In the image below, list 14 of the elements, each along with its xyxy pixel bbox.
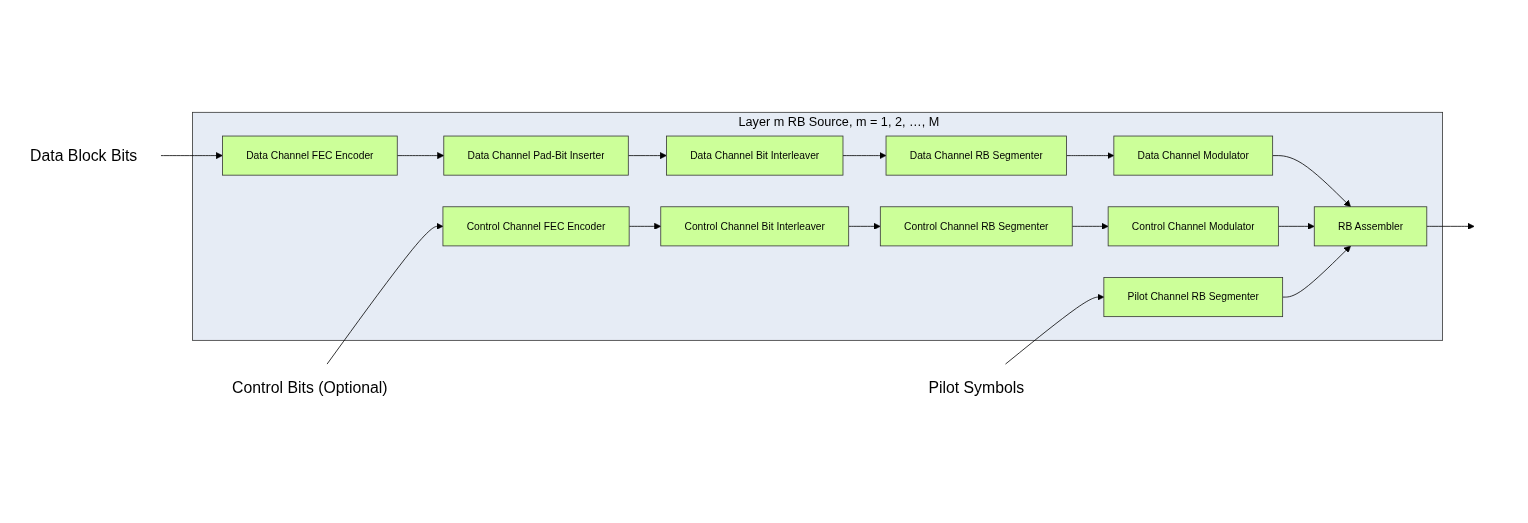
- node-box: RB Assembler: [1313, 205, 1428, 246]
- node-text: Pilot Symbols: [928, 378, 1025, 397]
- node-box: Data Channel Pad-Bit Inserter: [443, 135, 629, 176]
- node-text: Data Block Bits: [30, 146, 138, 164]
- node-box: Data Channel FEC Encoder: [222, 135, 398, 176]
- node-box: Control Channel Bit Interleaver: [660, 205, 850, 246]
- node-box: Data Channel Bit Interleaver: [666, 135, 844, 176]
- node-box: Data Channel RB Segmenter: [885, 135, 1067, 176]
- node-box: Control Channel RB Segmenter: [879, 205, 1073, 246]
- node-box: Data Channel Modulator: [1113, 135, 1274, 176]
- node-box: Pilot Channel RB Segmenter: [1103, 276, 1284, 317]
- node-box: Control Channel FEC Encoder: [442, 205, 630, 246]
- node-box: Control Channel Modulator: [1107, 205, 1279, 246]
- node-text: Control Bits (Optional): [232, 378, 388, 397]
